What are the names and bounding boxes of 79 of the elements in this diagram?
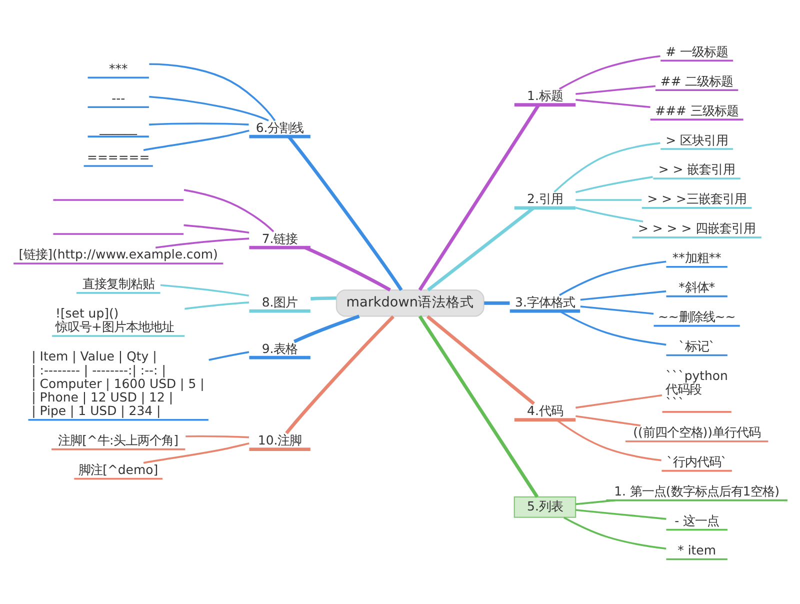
- node-text: ```python 代码段 ```: [665, 368, 728, 410]
- connector: [558, 310, 666, 346]
- connector: [183, 189, 274, 232]
- connector: [287, 136, 402, 292]
- node-text: ~~删除线~~: [657, 309, 736, 324]
- connector: [556, 419, 661, 462]
- connector: [484, 301, 510, 305]
- node-line: [52, 199, 183, 201]
- node-text: 9.表格: [261, 340, 298, 356]
- connector: [142, 442, 249, 464]
- connector: [426, 315, 534, 406]
- node-text: > > > > 四嵌套引用: [638, 220, 756, 236]
- connector: [208, 351, 249, 361]
- connector: [148, 122, 248, 126]
- connector: [184, 302, 249, 310]
- node-text: > > >三嵌套引用: [646, 191, 746, 206]
- node-box: 5.列表: [513, 496, 576, 518]
- node-text: ((前四个空格))单行代码: [632, 424, 760, 440]
- node-text: 注脚[^牛:头上两个角]: [58, 432, 178, 448]
- node-box: markdown语法格式: [335, 290, 484, 317]
- connector: [310, 296, 336, 300]
- node-text: 1.标题: [526, 88, 562, 104]
- connector: [580, 306, 654, 315]
- connector: [575, 499, 615, 506]
- node-text: 3.字体格式: [514, 294, 574, 310]
- node-text: [链接](http://www.example.com): [18, 246, 218, 262]
- connector: [142, 130, 249, 151]
- connector: [553, 142, 660, 193]
- node-text: `行内代码`: [666, 454, 727, 470]
- connector: [575, 85, 656, 95]
- node-text: 7.链接: [261, 230, 298, 246]
- connector: [575, 98, 650, 108]
- connector: [574, 176, 652, 194]
- connector: [292, 314, 360, 344]
- connector: [418, 315, 538, 498]
- node-line: [52, 233, 183, 235]
- connector: [154, 238, 249, 248]
- node-text: ---: [111, 90, 125, 106]
- node-text: ![set up]() 惊叹号+图片本地地址: [54, 306, 174, 334]
- connector: [580, 290, 666, 301]
- node-text: *斜体*: [678, 280, 715, 295]
- connector: [183, 224, 249, 234]
- node-text: `标记`: [678, 338, 715, 354]
- connector: [426, 206, 534, 292]
- connector: [160, 284, 249, 297]
- connector: [575, 394, 662, 409]
- node-text: ### 三级标题: [654, 102, 738, 118]
- connector: [304, 246, 390, 292]
- connector: [575, 509, 666, 520]
- connector: [148, 63, 276, 122]
- connector: [148, 96, 268, 122]
- node-text: 10.注脚: [257, 432, 302, 448]
- node-text: **加粗**: [672, 250, 721, 266]
- connector: [284, 315, 394, 434]
- node-text: ______: [99, 120, 137, 135]
- node-text: ======: [86, 149, 150, 164]
- connector: [563, 516, 666, 550]
- node-text: - 这一点: [674, 513, 719, 528]
- node-text: * item: [677, 542, 716, 558]
- node-text: 6.分割线: [255, 120, 304, 135]
- node-text: # 一级标题: [665, 44, 728, 59]
- node-text: 1. 第一点(数字标点后有1空格): [614, 484, 780, 499]
- connector: [558, 260, 666, 296]
- connector: [575, 199, 642, 201]
- node-text: ## 二级标题: [660, 73, 733, 88]
- node-text: 直接复制粘贴: [82, 276, 154, 292]
- node-text: 2.引用: [526, 191, 562, 206]
- connector: [574, 206, 643, 222]
- connector: [575, 415, 640, 426]
- node-text: > > 嵌套引用: [658, 162, 735, 177]
- connector: [558, 55, 660, 90]
- node-text: | Item | Value | Qty | | :-------- | --------:| :--: | | Computer | 1600 USD | 5 | | Phone | 12 USD | 12 | | Pipe | 1 USD | 234 |: [31, 348, 204, 418]
- node-text: ***: [108, 60, 128, 76]
- connector: [185, 435, 249, 438]
- node-text: > 区块引用: [665, 132, 728, 148]
- connector: [418, 104, 540, 291]
- node-text: 脚注[^demo]: [78, 462, 158, 478]
- node-text: 8.图片: [261, 294, 298, 310]
- node-text: 4.代码: [526, 403, 562, 418]
